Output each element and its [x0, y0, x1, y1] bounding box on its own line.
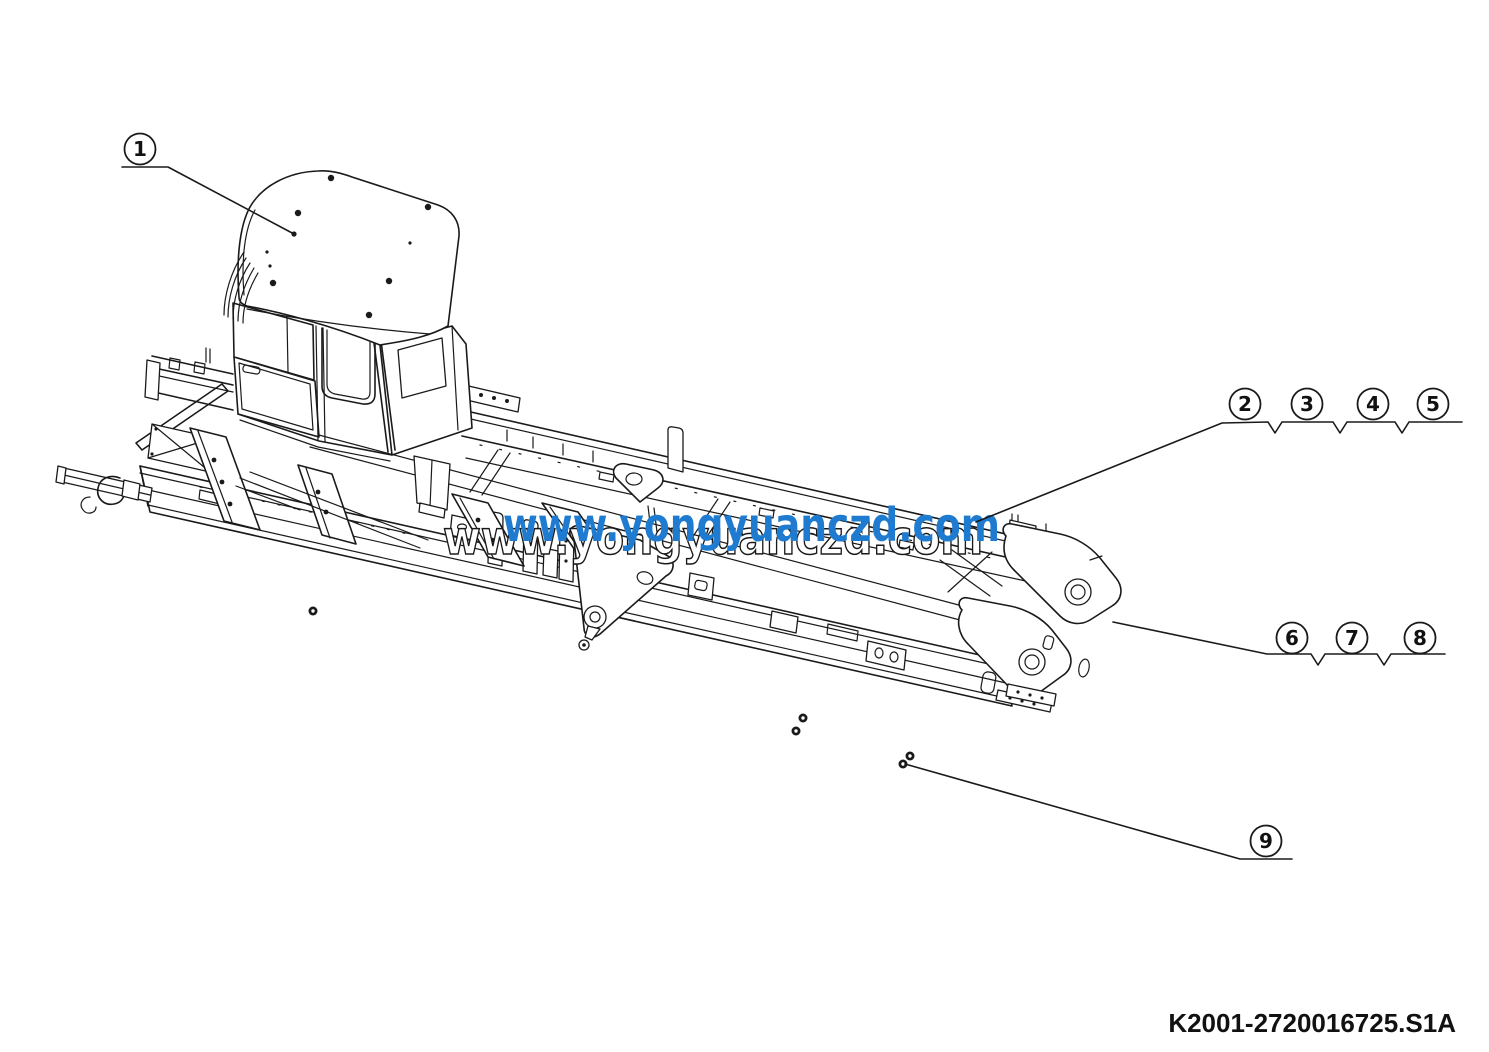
watermark-outline-text: www.yongyuanczd.com	[443, 511, 983, 565]
bolt	[905, 751, 915, 761]
bolt	[798, 713, 808, 723]
bolt	[791, 726, 801, 736]
upper-hanger	[1002, 522, 1122, 625]
part-number: K2001-2720016725.S1A	[1168, 1008, 1456, 1038]
bolt	[308, 606, 318, 616]
leader-line-1	[121, 166, 295, 235]
leader-line-9	[904, 763, 1293, 860]
leader-line-6-8	[1112, 621, 1446, 666]
watermark: www.yongyuanczd.com www.yongyuanczd.com	[442, 498, 1000, 566]
svg-text:3: 3	[1300, 392, 1314, 416]
svg-text:8: 8	[1413, 626, 1427, 650]
cab-roof-panel	[237, 170, 460, 346]
svg-text:4: 4	[1366, 392, 1380, 416]
bolt	[898, 759, 908, 769]
cab-door	[233, 356, 320, 438]
lower-hanger	[957, 596, 1072, 697]
truck-cab	[223, 170, 473, 519]
callout-group-6-8: 6 7 8	[1112, 621, 1446, 666]
svg-text:2: 2	[1238, 392, 1252, 416]
svg-text:1: 1	[133, 137, 147, 161]
callout-9: 9	[904, 763, 1293, 860]
callout-group-2-5: 2 3 4 5	[975, 387, 1463, 523]
loose-bolts	[308, 606, 915, 769]
callouts: 1 2 3 4 5 6 7 8 9	[121, 132, 1463, 860]
rear-spring-hangers	[957, 513, 1122, 707]
front-bumper-cluster	[55, 383, 429, 549]
watermark-text: www.yongyuanczd.com	[503, 498, 1000, 552]
door-handle	[242, 364, 261, 375]
svg-text:7: 7	[1345, 626, 1359, 650]
svg-text:6: 6	[1285, 626, 1299, 650]
underbody-brackets	[451, 462, 674, 651]
leader-line-2-5	[975, 421, 1463, 523]
svg-text:9: 9	[1259, 829, 1273, 853]
callout-1: 1	[121, 132, 297, 237]
chassis-far-rail	[144, 347, 1033, 629]
svg-text:5: 5	[1426, 392, 1440, 416]
